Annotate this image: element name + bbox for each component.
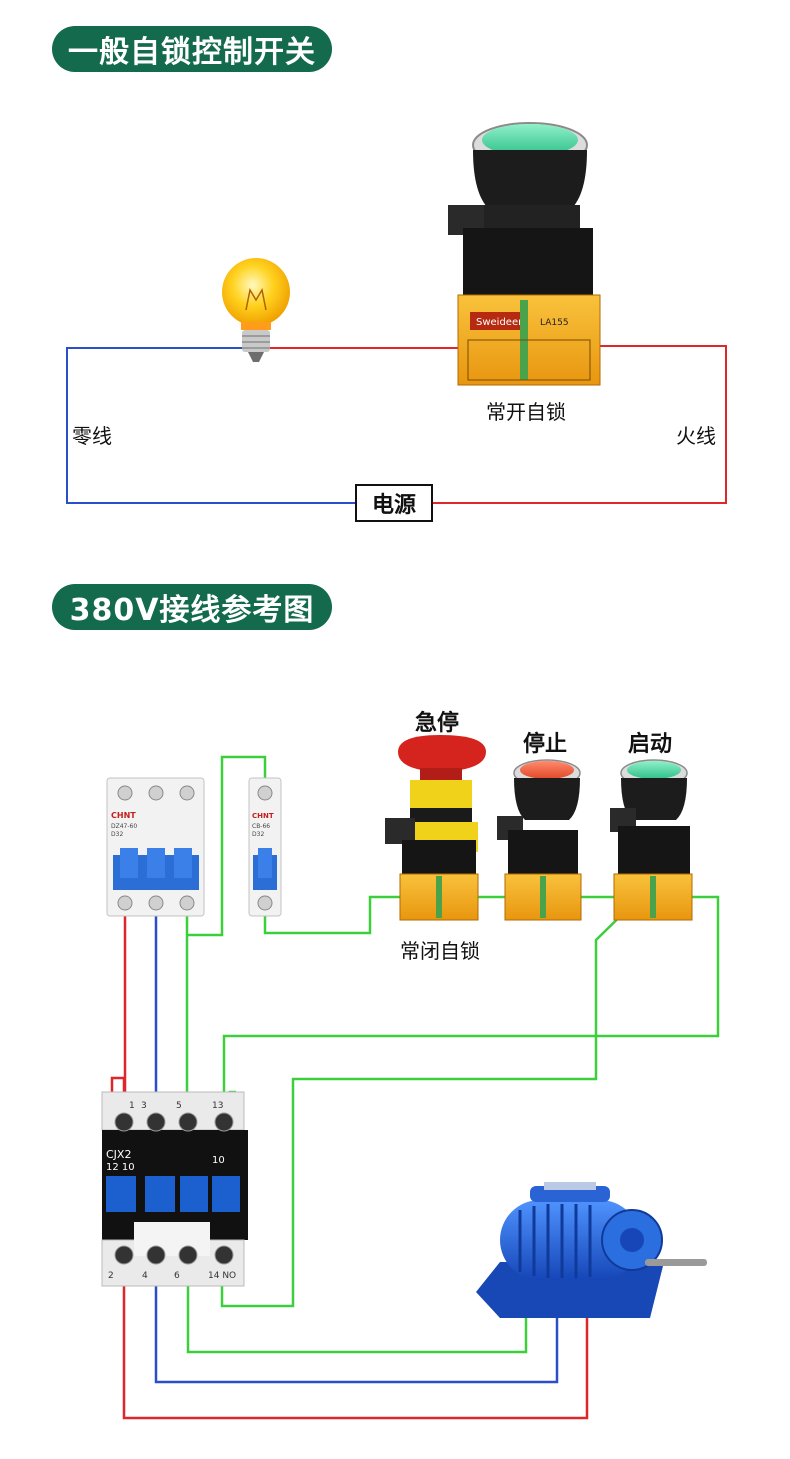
normally-closed-latch-label: 常闭自锁 — [400, 939, 480, 963]
contactor-rating-text: 12 10 — [106, 1162, 135, 1173]
emergency-stop-button — [385, 735, 486, 921]
button-model-text: LA155 — [540, 318, 569, 328]
emergency-stop-label: 急停 — [415, 711, 460, 736]
terminal-top-13: 13 — [212, 1101, 223, 1111]
stop-label: 停止 — [523, 732, 568, 757]
section-title-380v: 380V接线参考图 — [52, 584, 332, 630]
circuit-wires-section2 — [110, 755, 720, 1420]
contactor-model-text: CJX2 — [106, 1148, 131, 1161]
button-brand-text: Sweideer — [476, 317, 523, 328]
circuit-wires-section1 — [66, 345, 727, 504]
electric-motor-icon — [476, 1182, 707, 1318]
normally-open-latch-label: 常开自锁 — [486, 400, 566, 424]
terminal-bottom-2: 2 — [108, 1271, 114, 1281]
three-pole-breaker: CHNT DZ47-60 D32 — [106, 777, 205, 917]
start-label: 启动 — [628, 732, 673, 757]
single-pole-breaker: CHNT CB-66 D32 — [248, 777, 282, 917]
stop-push-button — [497, 759, 582, 921]
terminal-top-1: 1 — [129, 1101, 135, 1111]
neutral-wire-label: 零线 — [72, 424, 112, 448]
terminal-bottom-4: 4 — [142, 1271, 148, 1281]
terminal-bottom-6: 6 — [174, 1271, 180, 1281]
contactor-aux-text: 10 — [212, 1155, 225, 1166]
live-wire-label: 火线 — [676, 424, 716, 448]
terminal-top-3: 3 — [141, 1101, 147, 1111]
small-breaker-brand-text: CHNT — [252, 812, 274, 820]
section-title-self-lock: 一般自锁控制开关 — [52, 26, 332, 72]
breaker-brand-text: CHNT — [111, 811, 136, 820]
breaker-model-text: DZ47-60 — [111, 823, 137, 830]
terminal-top-5: 5 — [176, 1101, 182, 1111]
small-breaker-model-text: CB-66 — [252, 823, 270, 830]
ac-contactor: CJX2 12 10 10 — [101, 1091, 248, 1287]
small-breaker-rating-text: D32 — [252, 831, 264, 838]
terminal-bottom-14: 14 NO — [208, 1271, 236, 1281]
light-bulb-icon — [222, 258, 290, 362]
self-lock-push-button: Sweideer LA155 — [448, 122, 601, 386]
power-source-box: 电源 — [355, 484, 433, 522]
start-push-button — [610, 759, 693, 921]
breaker-rating-text: D32 — [111, 831, 123, 838]
